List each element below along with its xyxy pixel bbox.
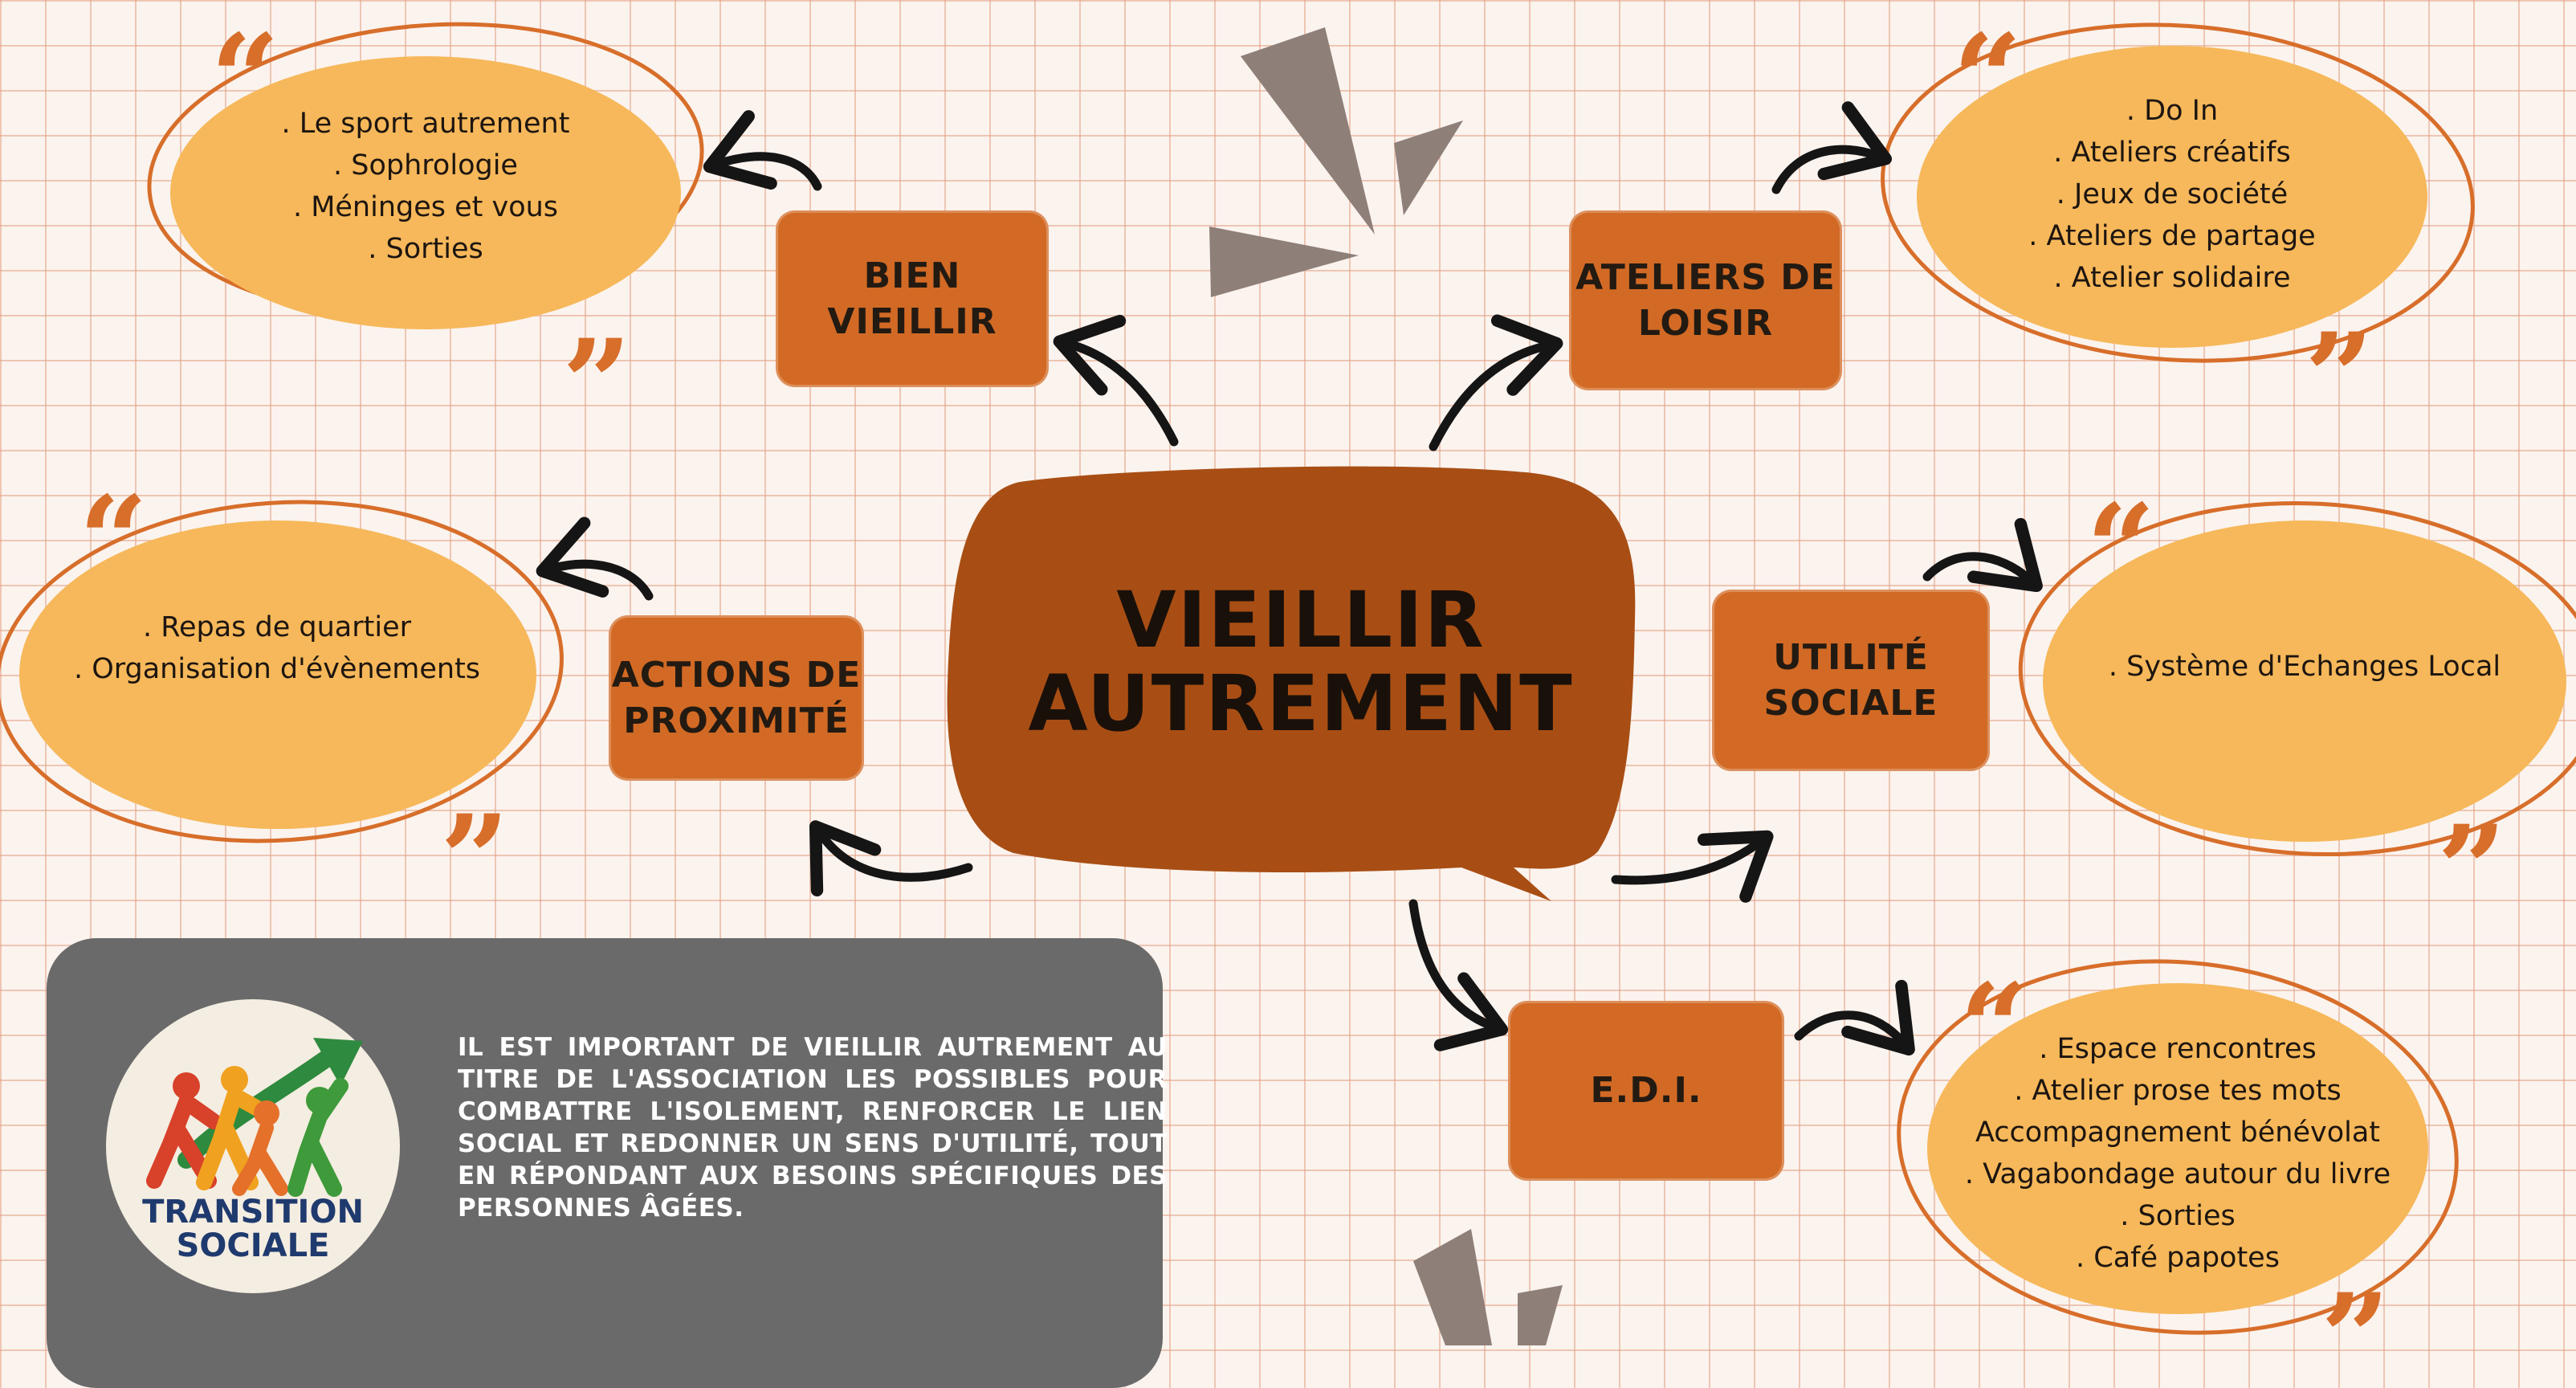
list-item: . Organisation d'évènements bbox=[73, 653, 481, 685]
list-item: . Vagabondage autour du livre bbox=[1964, 1158, 2391, 1190]
list-edi: . Espace rencontres . Atelier prose tes … bbox=[1937, 1028, 2419, 1279]
node-utilite-sociale[interactable]: UTILITÉ SOCIALE bbox=[1712, 590, 1990, 771]
info-panel: TRANSITION SOCIALE IL EST IMPORTANT DE V… bbox=[47, 938, 1168, 1388]
list-item: . Atelier solidaire bbox=[2053, 262, 2291, 294]
list-item: . Espace rencontres bbox=[2039, 1033, 2317, 1065]
list-item: . Système d'Echanges Local bbox=[2108, 651, 2501, 683]
list-item: . Café papotes bbox=[2076, 1242, 2280, 1274]
svg-text:”: ” bbox=[440, 789, 509, 930]
list-item: . Ateliers de partage bbox=[2028, 220, 2316, 252]
list-item: . Do In bbox=[2126, 95, 2219, 127]
svg-text:“: “ bbox=[2086, 478, 2155, 619]
svg-text:”: ” bbox=[2437, 799, 2506, 941]
list-item: . Le sport autrement bbox=[281, 108, 570, 140]
svg-text:”: ” bbox=[2305, 307, 2374, 448]
svg-text:”: ” bbox=[562, 313, 631, 455]
svg-text:“: “ bbox=[79, 470, 148, 611]
node-edi[interactable]: E.D.I. bbox=[1508, 1001, 1784, 1181]
logo-text: TRANSITION SOCIALE bbox=[142, 1194, 364, 1264]
list-item: Accompagnement bénévolat bbox=[1975, 1117, 2381, 1149]
list-ateliers-loisir: . Do In . Ateliers créatifs . Jeux de so… bbox=[1931, 90, 2413, 299]
center-title: VIEILLIR AUTREMENT bbox=[1028, 575, 1574, 749]
list-item: . Sorties bbox=[2120, 1200, 2236, 1232]
list-item: . Sophrologie bbox=[333, 149, 518, 182]
list-item: . Repas de quartier bbox=[142, 611, 412, 643]
transition-sociale-logo: TRANSITION SOCIALE bbox=[106, 999, 400, 1293]
list-item: . Méninges et vous bbox=[292, 191, 559, 223]
node-bien-vieillir[interactable]: BIEN VIEILLIR bbox=[776, 210, 1049, 387]
list-bien-vieillir: . Le sport autrement . Sophrologie . Mén… bbox=[185, 106, 666, 267]
list-item: . Ateliers créatifs bbox=[2053, 137, 2291, 169]
people-arrow-icon bbox=[146, 1038, 363, 1197]
list-actions-proximite: . Repas de quartier . Organisation d'évè… bbox=[32, 604, 522, 692]
list-item: . Jeux de société bbox=[2056, 178, 2289, 210]
list-utilite-sociale: . Système d'Echanges Local bbox=[2056, 643, 2554, 691]
list-item: . Sorties bbox=[368, 233, 483, 265]
list-item: . Atelier prose tes mots bbox=[2014, 1075, 2342, 1107]
svg-text:”: ” bbox=[2321, 1268, 2390, 1345]
mission-statement: IL EST IMPORTANT DE VIEILLIR AUTREMENT A… bbox=[458, 1033, 1168, 1223]
node-actions-proximite[interactable]: ACTIONS DE PROXIMITÉ bbox=[609, 615, 864, 781]
node-ateliers-loisir[interactable]: ATELIERS DE LOISIR bbox=[1569, 210, 1842, 390]
